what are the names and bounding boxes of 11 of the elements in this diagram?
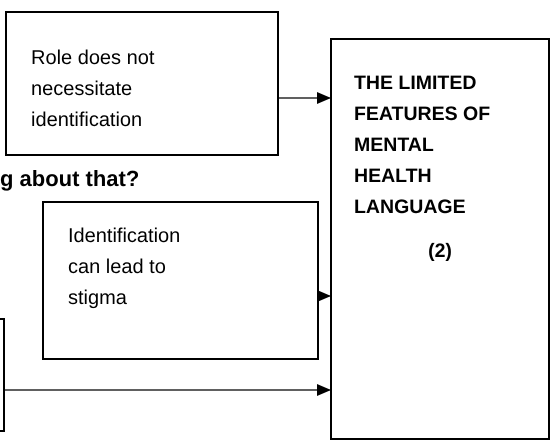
cause-box xyxy=(5,11,279,156)
partial-heading: g about that? xyxy=(0,165,140,193)
box-text: Identification can lead to stigma xyxy=(68,224,182,311)
target-box xyxy=(330,38,550,440)
box-heading: THE LIMITED FEATURES OF MENTAL HEALTH LANGUAGE xyxy=(354,71,492,220)
box-text: Role does not necessitate identification xyxy=(31,46,156,133)
cause-box xyxy=(42,201,319,360)
reference-number: (2) xyxy=(427,239,453,264)
arrow xyxy=(317,290,331,302)
arrow xyxy=(5,384,331,396)
arrow xyxy=(279,92,331,104)
